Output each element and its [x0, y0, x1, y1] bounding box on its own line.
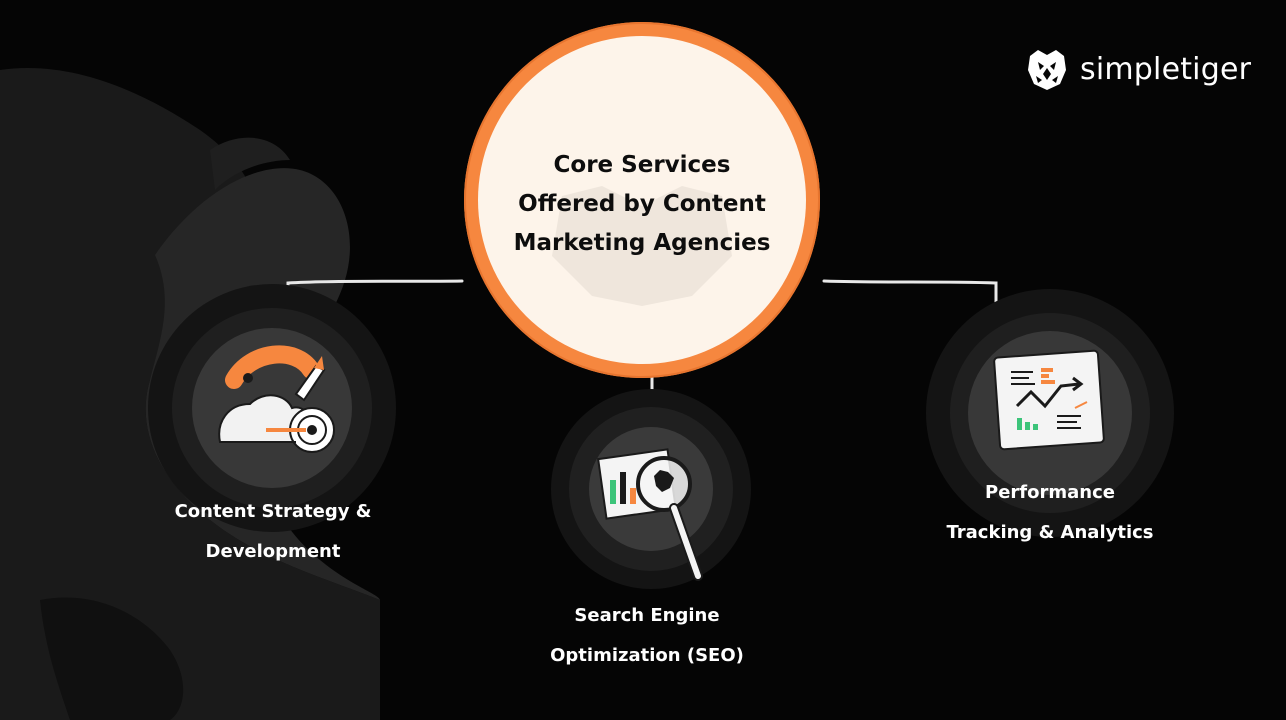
magnifier-chart-icon — [597, 448, 703, 581]
tiger-head-icon — [1028, 50, 1066, 90]
node-label-seo: Search Engine Optimization (SEO) — [550, 605, 744, 666]
brand-name: simpletiger — [1080, 52, 1252, 87]
center-inner-circle: Core Services Offered by Content Marketi… — [478, 36, 806, 364]
node-content-strategy[interactable] — [146, 282, 398, 534]
center-circle: Core Services Offered by Content Marketi… — [464, 22, 820, 378]
rocket-target-icon — [218, 345, 335, 453]
connector-right — [822, 279, 998, 342]
brand-logo[interactable]: simpletiger — [1026, 48, 1251, 92]
center-title: Core Services Offered by Content Marketi… — [513, 152, 771, 256]
node-performance[interactable] — [925, 288, 1175, 538]
connector-left — [286, 279, 464, 332]
tiger-watermark-center-icon — [552, 186, 732, 306]
analytics-chart-icon — [993, 349, 1105, 451]
node-label-performance: Performance Tracking & Analytics — [946, 482, 1154, 543]
node-seo[interactable] — [550, 388, 752, 590]
node-label-content-strategy: Content Strategy & Development — [174, 501, 372, 562]
